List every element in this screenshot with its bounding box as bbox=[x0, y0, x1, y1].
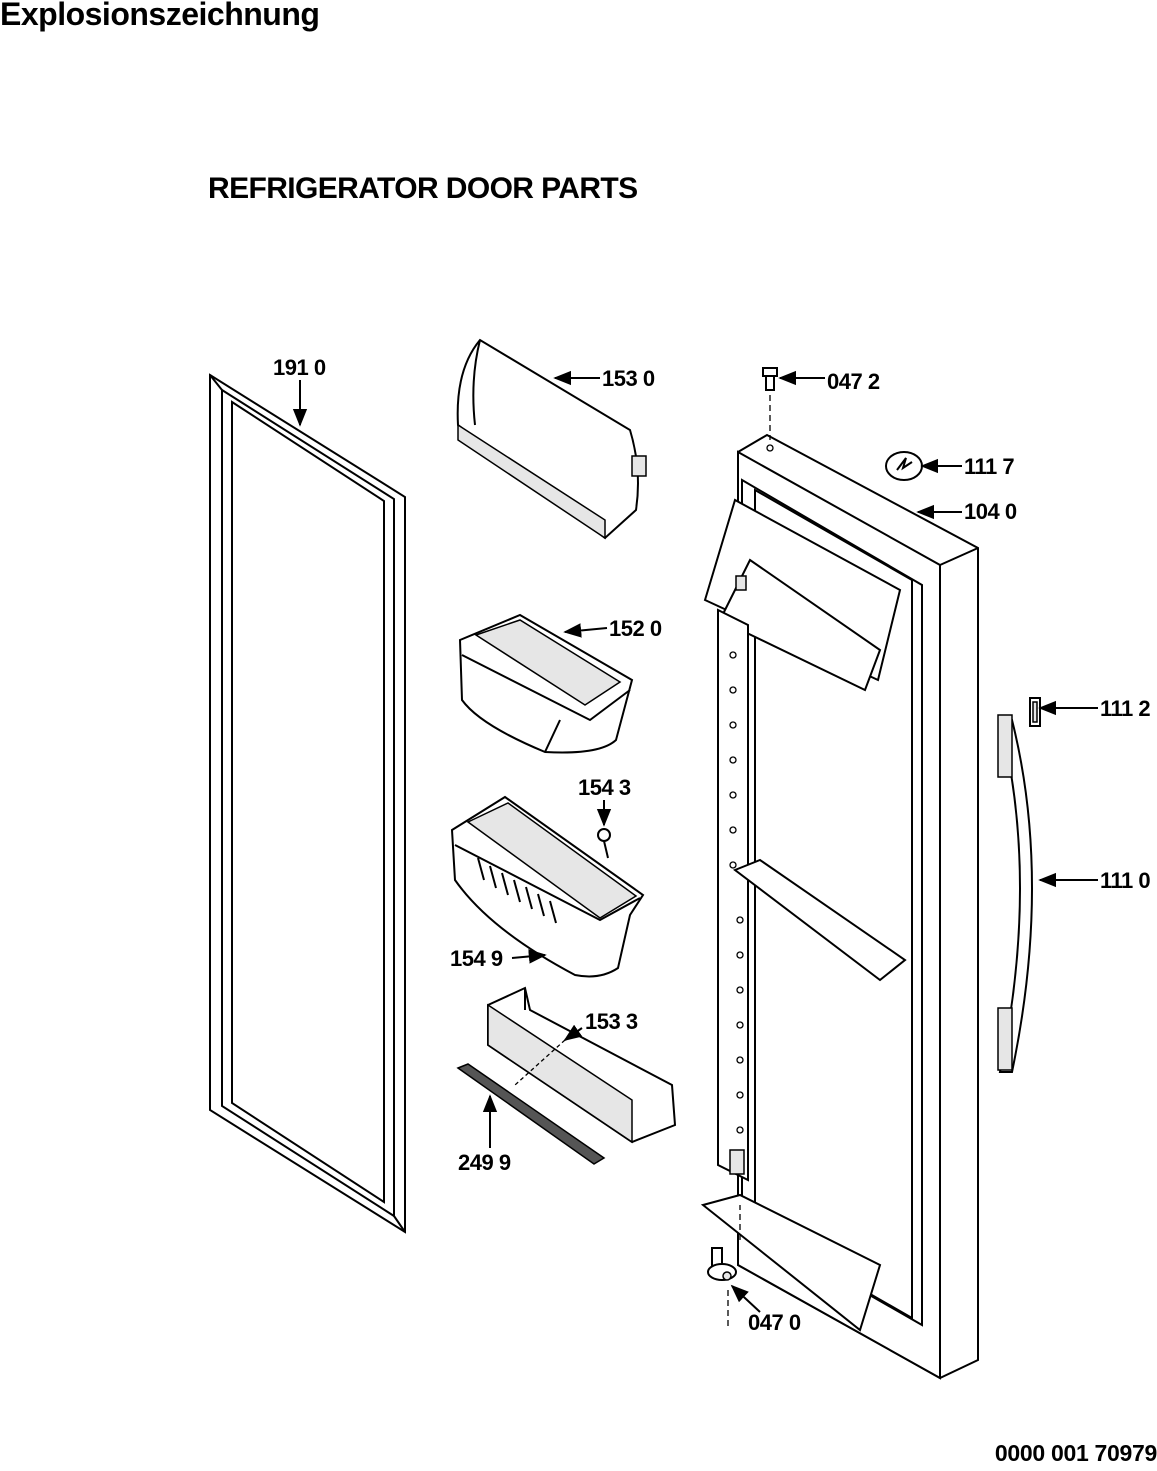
door-gasket bbox=[209, 373, 406, 1234]
label-111-7: 111 7 bbox=[964, 454, 1014, 479]
door-handle bbox=[997, 714, 1033, 1073]
leader-lines bbox=[292, 370, 1098, 1313]
label-154-3: 154 3 bbox=[578, 775, 631, 800]
shelf-cover bbox=[456, 338, 647, 540]
label-111-0: 111 0 bbox=[1100, 868, 1150, 893]
label-152-0: 152 0 bbox=[609, 616, 662, 641]
door-bin-lower bbox=[450, 795, 645, 978]
door-shelf-holes bbox=[729, 651, 744, 1134]
part-labels: 191 0 153 0 047 2 111 7 104 0 152 0 111 … bbox=[273, 355, 1151, 1335]
label-153-3: 153 3 bbox=[585, 1009, 638, 1034]
handle-end-cap bbox=[1029, 697, 1041, 727]
logo-badge bbox=[885, 451, 923, 481]
label-111-2: 111 2 bbox=[1100, 696, 1150, 721]
door-bin-upper bbox=[458, 613, 634, 754]
door-shelf-rail bbox=[487, 986, 677, 1144]
bin-clip bbox=[597, 828, 611, 859]
bottom-hinge-pin bbox=[707, 1205, 741, 1328]
top-hinge-pin bbox=[762, 367, 778, 440]
diagram-title: REFRIGERATOR DOOR PARTS bbox=[208, 172, 638, 205]
page-header: Explosionszeichnung bbox=[0, 0, 320, 32]
refrigerator-door bbox=[700, 433, 979, 1380]
label-104-0: 104 0 bbox=[964, 499, 1017, 524]
label-153-0: 153 0 bbox=[602, 366, 655, 391]
trim-strip bbox=[456, 1063, 606, 1165]
label-154-9: 154 9 bbox=[450, 946, 503, 971]
label-047-0: 047 0 bbox=[748, 1310, 801, 1335]
label-047-2: 047 2 bbox=[827, 369, 880, 394]
label-191-0: 191 0 bbox=[273, 355, 326, 380]
drawing-number: 0000 001 70979 bbox=[994, 1440, 1157, 1466]
bin-rack-slots bbox=[477, 857, 557, 924]
label-249-9: 249 9 bbox=[458, 1150, 511, 1175]
